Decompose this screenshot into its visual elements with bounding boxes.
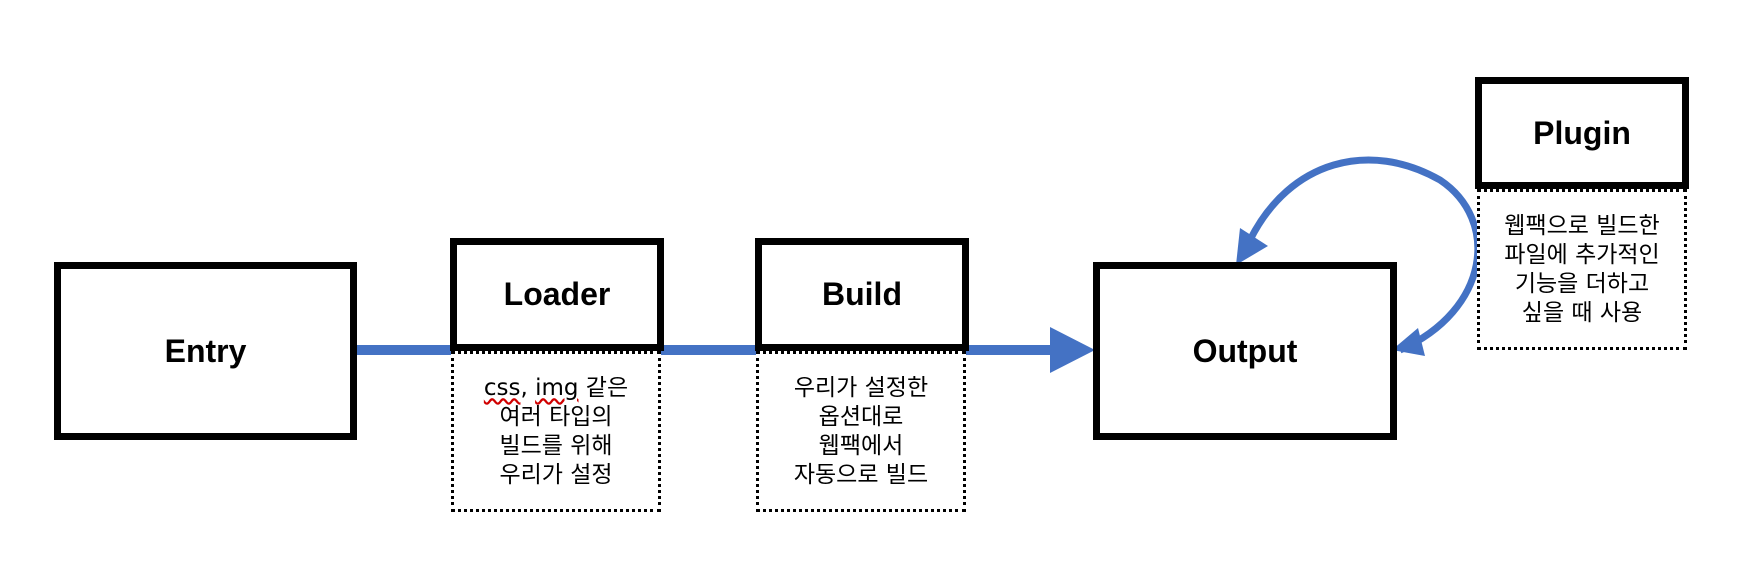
- plugin-loop-arrowhead-right: [1392, 328, 1425, 356]
- loader-note-line: css, img 같은: [483, 374, 629, 401]
- plugin-note-line: 웹팩으로 빌드한: [1504, 212, 1660, 239]
- plugin-note-line: 파일에 추가적인: [1504, 241, 1660, 268]
- build-label: Build: [822, 276, 902, 312]
- loader-note: css, img 같은 여러 타입의 빌드를 위해 우리가 설정: [451, 351, 661, 512]
- plugin-loop-arrowhead-top: [1236, 228, 1268, 265]
- build-note-line: 웹팩에서: [818, 432, 904, 459]
- output-box: Output: [1093, 262, 1397, 440]
- plugin-note-line: 기능을 더하고: [1514, 270, 1650, 297]
- plugin-box: Plugin: [1475, 77, 1689, 189]
- build-box: Build: [755, 238, 969, 351]
- plugin-note-line: 싶을 때 사용: [1521, 299, 1643, 326]
- loader-note-line: 빌드를 위해: [499, 432, 613, 459]
- loader-note-line: 우리가 설정: [499, 461, 613, 488]
- main-flow-arrowhead: [1050, 327, 1095, 373]
- loader-label: Loader: [503, 276, 611, 312]
- plugin-loop-arrow: [1246, 156, 1482, 354]
- entry-label: Entry: [164, 332, 247, 369]
- loader-box: Loader: [450, 238, 664, 351]
- loader-note-line: 여러 타입의: [499, 403, 613, 430]
- plugin-label: Plugin: [1533, 114, 1631, 151]
- build-note: 우리가 설정한 옵션대로 웹팩에서 자동으로 빌드: [756, 351, 966, 512]
- entry-box: Entry: [54, 262, 357, 440]
- build-note-line: 우리가 설정한: [793, 374, 929, 401]
- plugin-note: 웹팩으로 빌드한 파일에 추가적인 기능을 더하고 싶을 때 사용: [1477, 189, 1687, 350]
- output-label: Output: [1192, 332, 1298, 369]
- build-note-line: 자동으로 빌드: [793, 461, 929, 488]
- build-note-line: 옵션대로: [818, 403, 904, 430]
